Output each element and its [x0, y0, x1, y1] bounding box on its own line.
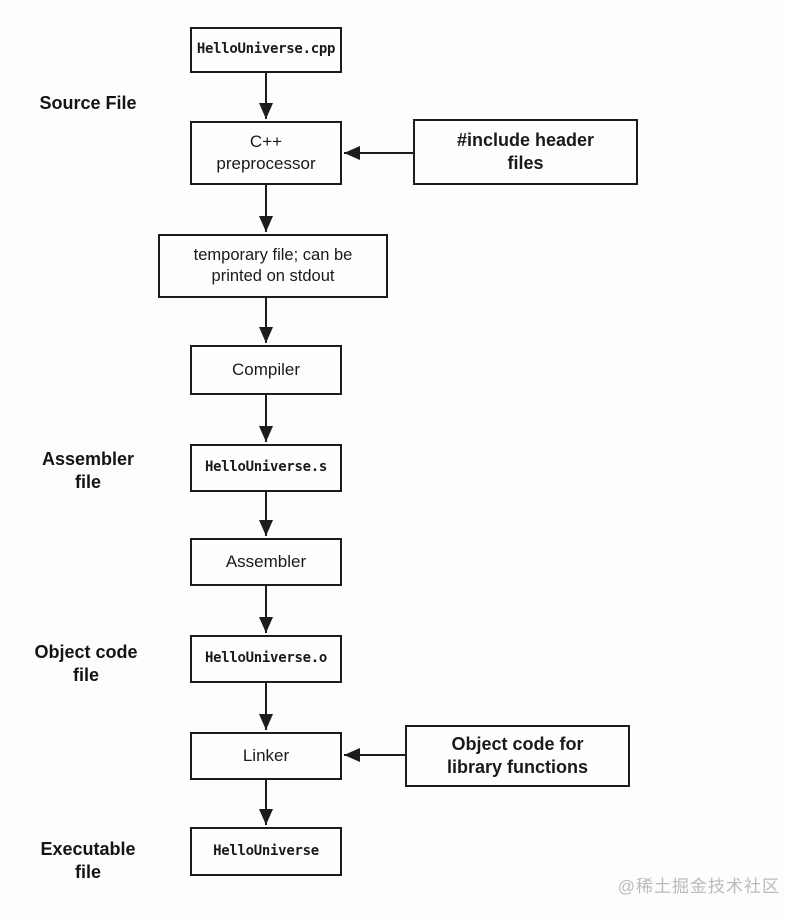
stage-label-assembler-file: Assembler file	[41, 449, 135, 493]
stage-label-source-file: Source File	[39, 93, 137, 113]
node-executable: HelloUniverse	[190, 827, 342, 876]
stage-label-object-code-file: Object code file	[34, 642, 138, 686]
node-assembler: Assembler	[190, 538, 342, 586]
node-compiler: Compiler	[190, 345, 342, 395]
node-assembler-file-s: HelloUniverse.s	[190, 444, 342, 492]
stage-label-executable-file: Executable file	[40, 839, 136, 883]
node-include-header-files: #include header files	[413, 119, 638, 185]
node-linker: Linker	[190, 732, 342, 780]
node-temporary-file: temporary file; can be printed on stdout	[158, 234, 388, 298]
node-object-file-o: HelloUniverse.o	[190, 635, 342, 683]
node-cpp-preprocessor: C++ preprocessor	[190, 121, 342, 185]
node-source-cpp-file: HelloUniverse.cpp	[190, 27, 342, 73]
juejin-watermark: @稀土掘金技术社区	[617, 877, 780, 896]
node-library-object-code: Object code for library functions	[405, 725, 630, 787]
